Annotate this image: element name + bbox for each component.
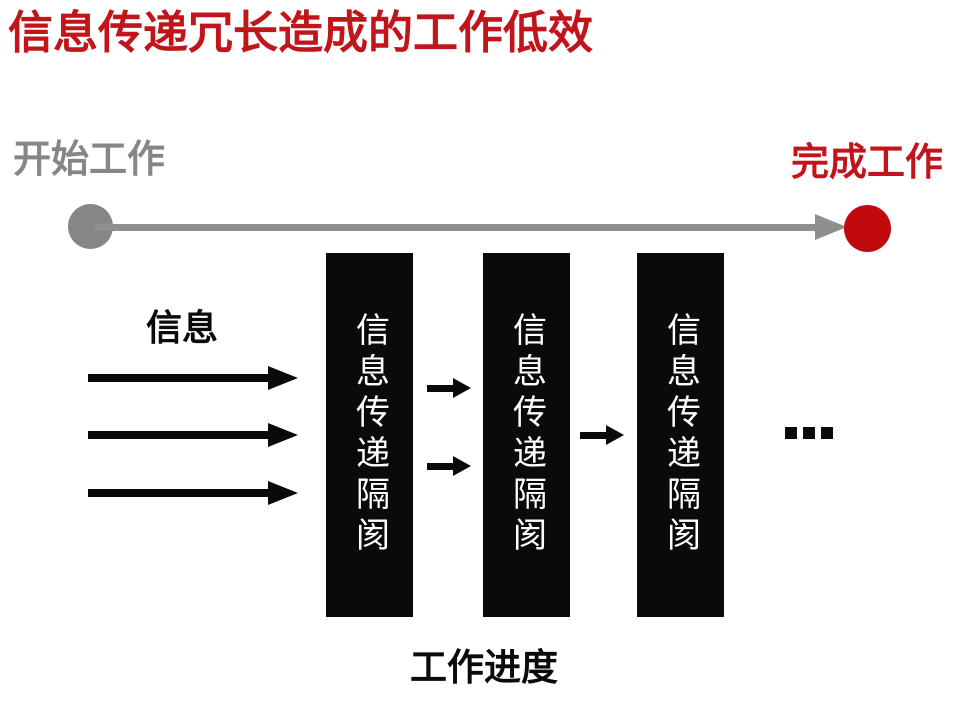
arrow-shaft — [88, 489, 268, 497]
barrier-bar-1: 信息传递隔阂 — [326, 253, 413, 617]
barrier-label: 信息传递隔阂 — [350, 312, 389, 558]
more-ellipsis-icon — [785, 427, 833, 439]
barrier-label: 信息传递隔阂 — [661, 312, 700, 558]
arrow-shaft — [427, 384, 453, 392]
arrow-head — [268, 481, 298, 505]
between-arrow-icon — [580, 425, 624, 445]
between-arrow-icon — [427, 456, 471, 476]
timeline-arrowhead-icon — [815, 214, 847, 240]
timeline-start-label: 开始工作 — [13, 139, 166, 181]
arrow-shaft — [427, 462, 453, 470]
input-arrow-icon — [88, 481, 298, 505]
slide-title: 信息传递冗长造成的工作低效 — [8, 7, 594, 58]
barrier-bar-2: 信息传递隔阂 — [483, 253, 570, 617]
barrier-label: 信息传递隔阂 — [507, 312, 546, 558]
arrow-shaft — [88, 431, 268, 439]
timeline-end-label: 完成工作 — [791, 142, 944, 184]
input-arrow-icon — [88, 366, 298, 390]
information-label: 信息 — [146, 307, 219, 348]
work-progress-label: 工作进度 — [410, 647, 558, 688]
arrow-head — [453, 456, 471, 476]
ellipsis-dot — [803, 427, 815, 439]
timeline-end-dot-icon — [844, 205, 891, 252]
timeline-line — [95, 224, 817, 231]
arrow-head — [453, 378, 471, 398]
between-arrow-icon — [427, 378, 471, 398]
arrow-shaft — [88, 374, 268, 382]
arrow-head — [268, 366, 298, 390]
ellipsis-dot — [785, 427, 797, 439]
arrow-shaft — [580, 431, 606, 439]
arrow-head — [606, 425, 624, 445]
arrow-head — [268, 423, 298, 447]
ellipsis-dot — [821, 427, 833, 439]
barrier-bar-3: 信息传递隔阂 — [637, 253, 724, 617]
input-arrow-icon — [88, 423, 298, 447]
